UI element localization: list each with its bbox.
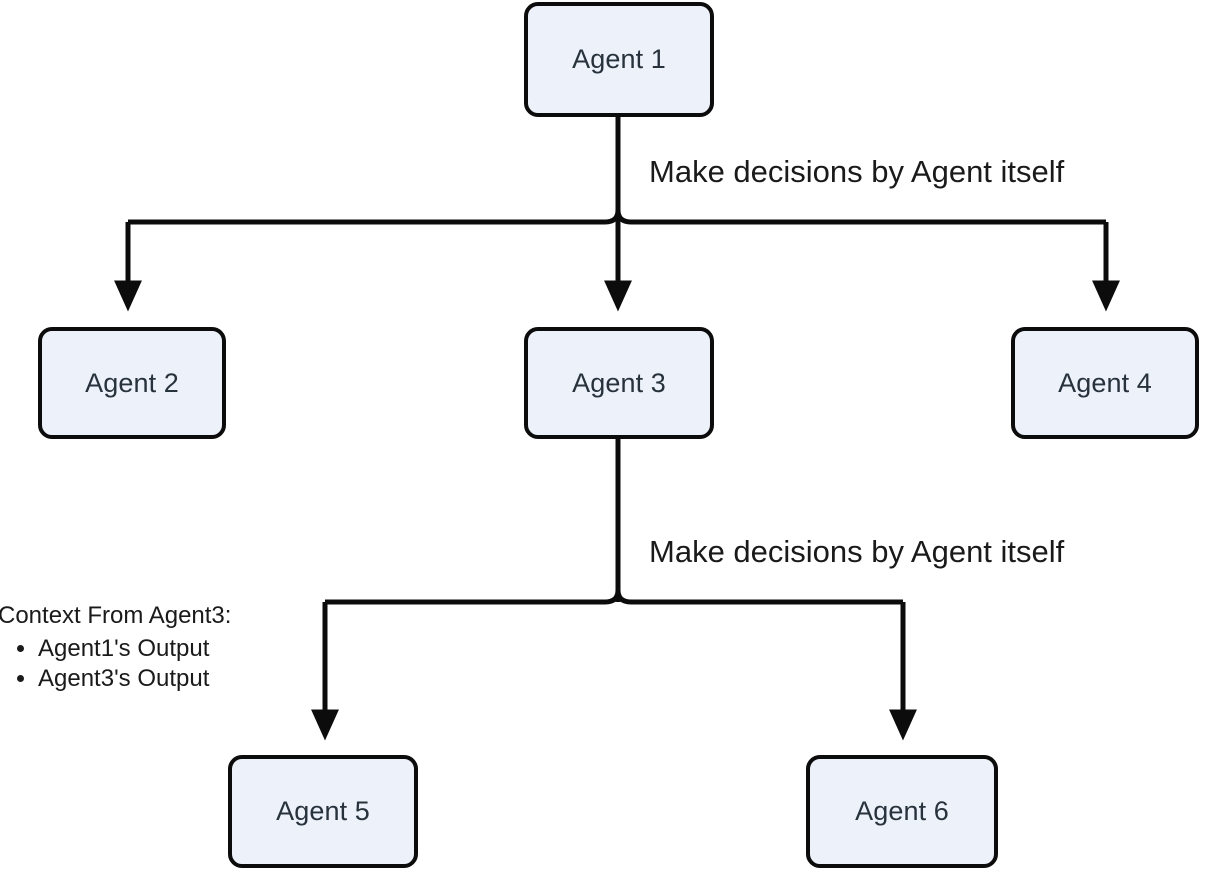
context-annotation-item: Agent1's Output bbox=[38, 634, 231, 665]
node-agent5-label: Agent 5 bbox=[276, 796, 370, 826]
node-agent2-label: Agent 2 bbox=[85, 367, 179, 398]
node-agent6[interactable]: Agent 6 bbox=[806, 755, 998, 868]
node-agent4[interactable]: Agent 4 bbox=[1011, 327, 1199, 439]
context-annotation-title: Context From Agent3: bbox=[0, 602, 232, 629]
node-agent5[interactable]: Agent 5 bbox=[228, 755, 418, 868]
edge-label-top: Make decisions by Agent itself bbox=[645, 154, 1069, 190]
context-annotation-list: Agent1's Output Agent3's Output bbox=[0, 634, 231, 695]
node-agent4-label: Agent 4 bbox=[1058, 367, 1152, 398]
node-agent6-label: Agent 6 bbox=[855, 796, 949, 826]
edge-top-bus-left bbox=[128, 209, 621, 225]
edge-top-bus-right bbox=[615, 209, 1106, 225]
context-annotation-item: Agent3's Output bbox=[38, 664, 231, 695]
node-agent3[interactable]: Agent 3 bbox=[524, 327, 714, 439]
edge-bottom-bus-right bbox=[615, 589, 903, 605]
context-annotation: Context From Agent3: Agent1's Output Age… bbox=[0, 601, 231, 695]
edge-bottom-bus-left bbox=[325, 589, 621, 605]
node-agent3-label: Agent 3 bbox=[572, 367, 666, 398]
node-agent1[interactable]: Agent 1 bbox=[524, 2, 714, 117]
node-agent2[interactable]: Agent 2 bbox=[38, 327, 226, 439]
edge-label-bottom: Make decisions by Agent itself bbox=[645, 534, 1069, 570]
node-agent1-label: Agent 1 bbox=[572, 44, 666, 74]
